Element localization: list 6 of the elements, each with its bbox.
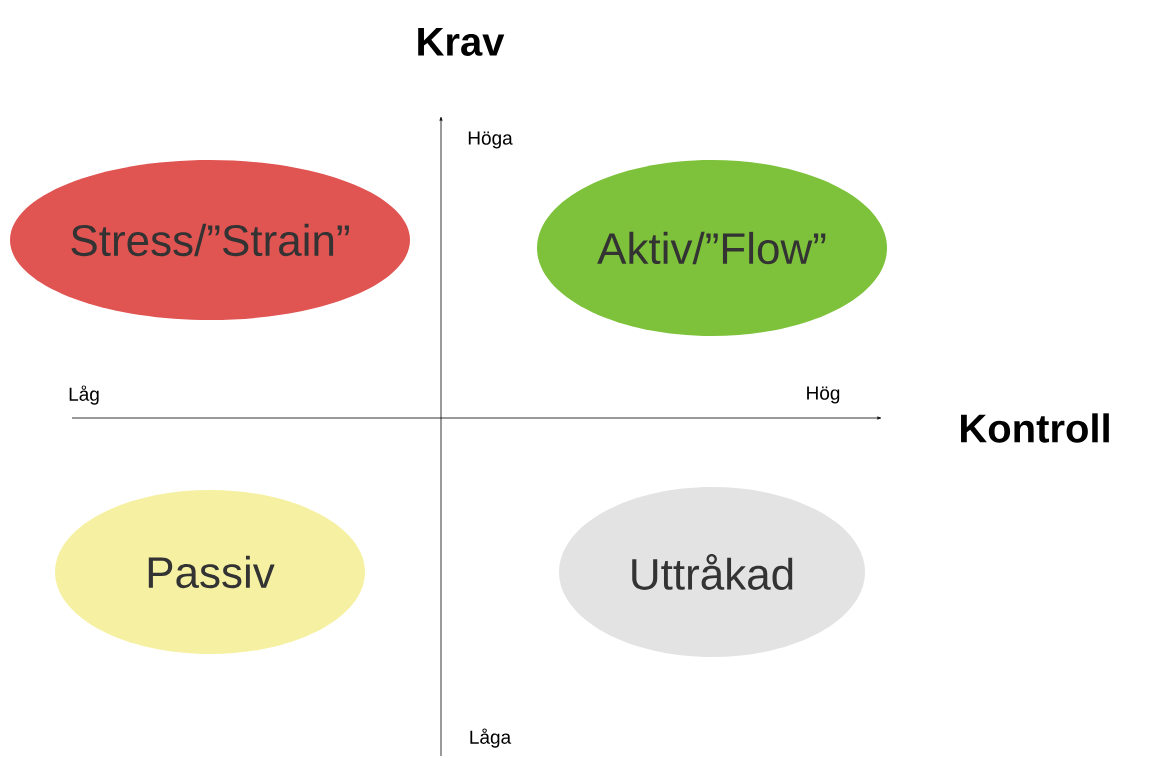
axis-label: Kontroll	[961, 413, 1109, 443]
axis-label: Låg	[69, 385, 99, 405]
axis-label: Låga	[470, 728, 512, 748]
axis-label: Krav	[418, 28, 505, 56]
axis-label: Höga	[468, 131, 513, 149]
axis-label: Hög	[807, 386, 840, 404]
